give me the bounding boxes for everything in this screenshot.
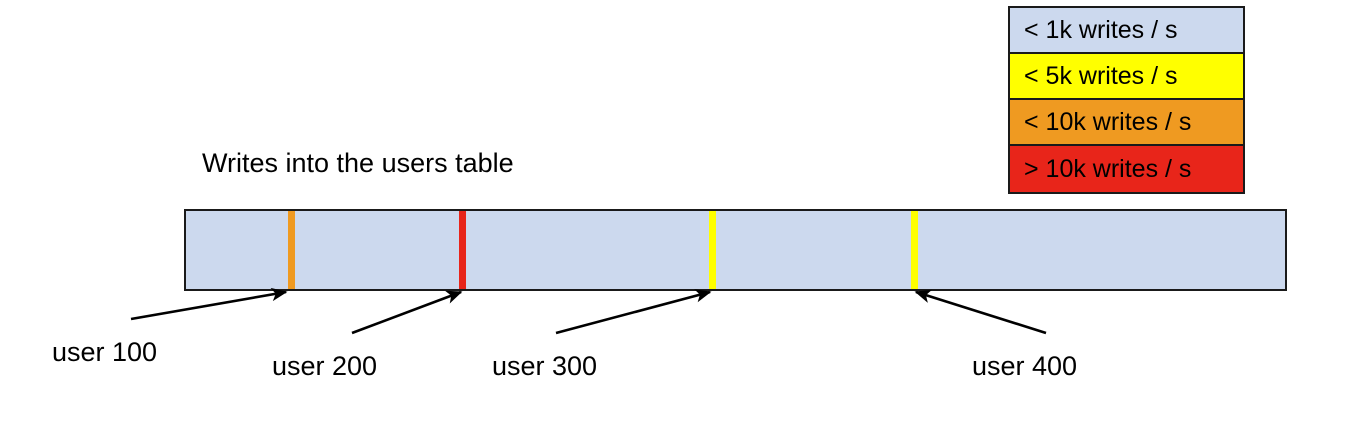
- legend-row-gt-10k: > 10k writes / s: [1010, 146, 1243, 192]
- legend-label: < 1k writes / s: [1024, 15, 1178, 44]
- legend-row-lt-10k: < 10k writes / s: [1010, 100, 1243, 146]
- bar-marker-user-400: [911, 211, 918, 289]
- callout-arrow: [351, 290, 463, 335]
- callout-label-user-100: user 100: [52, 337, 158, 367]
- legend-row-lt-5k: < 5k writes / s: [1010, 54, 1243, 100]
- legend-row-lt-1k: < 1k writes / s: [1010, 8, 1243, 54]
- legend-label: > 10k writes / s: [1024, 154, 1192, 183]
- users-table-range-bar: [184, 209, 1287, 291]
- legend-label: < 10k writes / s: [1024, 107, 1192, 136]
- bar-marker-user-200: [459, 211, 466, 289]
- bar-marker-user-300: [709, 211, 716, 289]
- chart-caption: Writes into the users table: [202, 148, 514, 178]
- bar-marker-user-100: [288, 211, 295, 289]
- range-bar-body: [184, 209, 1287, 291]
- callout-arrow: [555, 289, 712, 335]
- callout-arrow: [914, 289, 1047, 335]
- writes-legend: < 1k writes / s < 5k writes / s < 10k wr…: [1008, 6, 1245, 194]
- callout-label-user-400: user 400: [972, 351, 1078, 381]
- callout-label-user-300: user 300: [492, 351, 598, 381]
- legend-label: < 5k writes / s: [1024, 61, 1178, 90]
- callout-arrow: [130, 287, 288, 321]
- callout-label-user-200: user 200: [272, 351, 378, 381]
